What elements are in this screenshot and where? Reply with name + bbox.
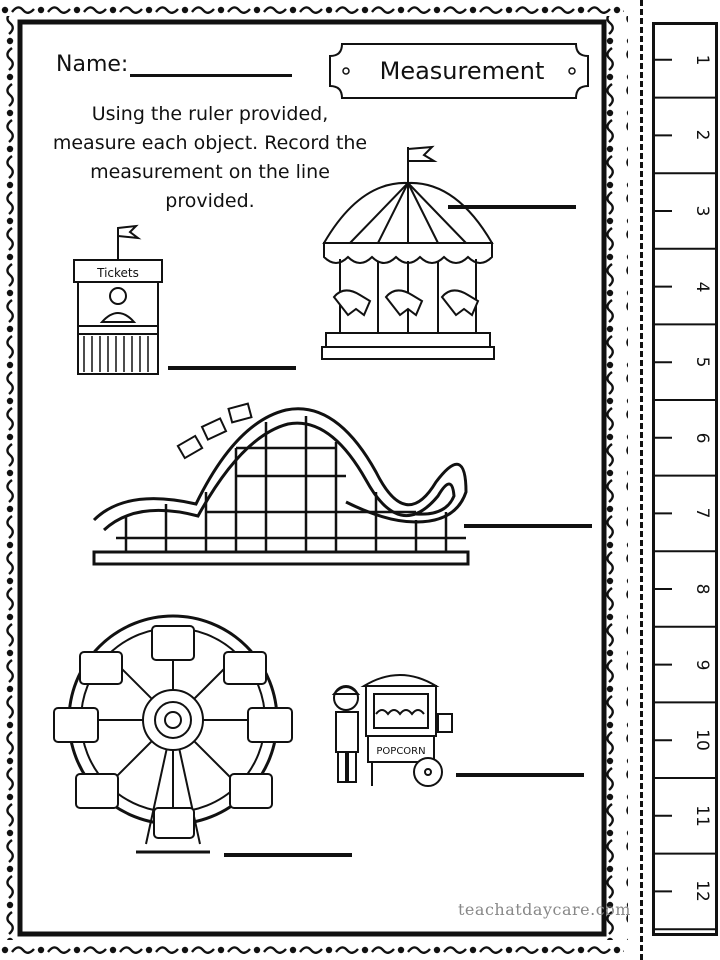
ruler-number: 7 xyxy=(692,507,712,519)
ruler-number: 1 xyxy=(692,54,712,66)
answer-line-ferris-wheel[interactable] xyxy=(224,853,352,857)
ruler xyxy=(652,22,718,936)
title-banner: Measurement xyxy=(328,42,590,100)
ruler-number: 9 xyxy=(692,659,712,670)
ruler-number: 2 xyxy=(692,129,712,141)
page-title: Measurement xyxy=(379,57,545,85)
ruler-number: 4 xyxy=(692,281,712,292)
instructions-text: Using the ruler provided, measure each o… xyxy=(52,103,368,212)
answer-line-ticket-booth[interactable] xyxy=(168,366,296,370)
name-answer-line[interactable] xyxy=(130,74,292,77)
ruler-number: 5 xyxy=(692,356,712,368)
popcorn-cart-sign: POPCORN xyxy=(376,746,425,757)
name-label: Name: xyxy=(56,52,129,77)
ruler-number: 10 xyxy=(692,729,712,751)
page-border xyxy=(0,0,628,958)
answer-line-popcorn-cart[interactable] xyxy=(456,773,584,777)
roller-coaster-icon xyxy=(92,402,470,566)
ferris-wheel-icon xyxy=(53,614,293,854)
ruler-number: 3 xyxy=(692,205,712,217)
cut-line xyxy=(640,0,643,960)
ticket-booth-icon: Tickets xyxy=(73,224,163,375)
carousel-icon xyxy=(321,145,495,360)
ticket-booth-sign: Tickets xyxy=(96,266,139,280)
ruler-number: 11 xyxy=(692,804,712,827)
credit-text: teachatdaycare.com xyxy=(458,900,631,919)
answer-line-carousel[interactable] xyxy=(448,205,576,209)
ruler-number: 8 xyxy=(692,583,712,595)
popcorn-cart-icon: POPCORN xyxy=(331,674,453,787)
ruler-number: 12 xyxy=(692,880,712,903)
answer-line-roller-coaster[interactable] xyxy=(464,524,592,528)
ruler-number: 6 xyxy=(692,432,712,444)
